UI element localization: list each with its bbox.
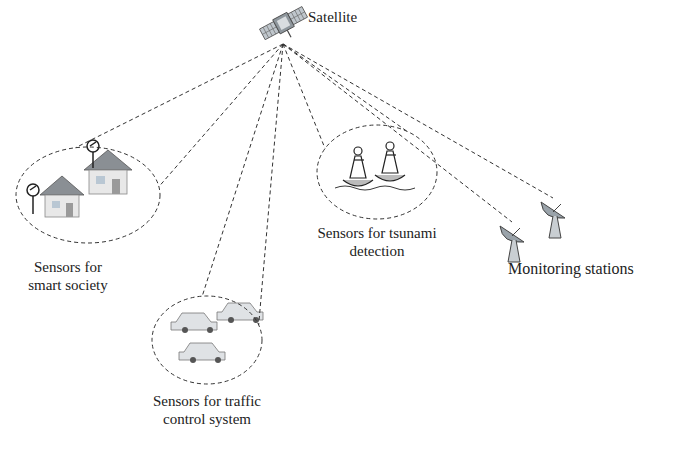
dashed-ellipse [152, 296, 262, 384]
dashed-ellipse [16, 147, 160, 243]
dashed-ellipse [317, 125, 437, 219]
icon-group: Monitoring stations [490, 190, 670, 290]
house-icon [40, 176, 84, 217]
dashed-link [75, 44, 283, 187]
satellite-icon [259, 5, 313, 49]
car-wheel [182, 317, 259, 363]
group-label: Sensors for tsunami detection [317, 224, 437, 260]
sensor-group: Sensors for tsunami detection [300, 120, 460, 262]
icon-group: Satellite [262, 2, 382, 50]
dashed-link [283, 44, 553, 222]
group-label: Sensors for traffic control system [132, 392, 282, 428]
sensor-group: Sensors for traffic control system [130, 290, 290, 435]
group-label: Monitoring stations [508, 260, 634, 278]
parking-meter-icon [27, 140, 99, 214]
group-label: Satellite [308, 8, 357, 26]
dashed-link [202, 44, 283, 325]
sensor-group: Sensors for smart society [8, 140, 168, 305]
group-label: Sensors for smart society [18, 258, 118, 294]
dashed-link [283, 44, 407, 149]
buoy-icon [335, 142, 415, 190]
car-icon [171, 303, 263, 360]
house-icon [84, 150, 132, 194]
dish-antenna-icon [500, 202, 565, 262]
